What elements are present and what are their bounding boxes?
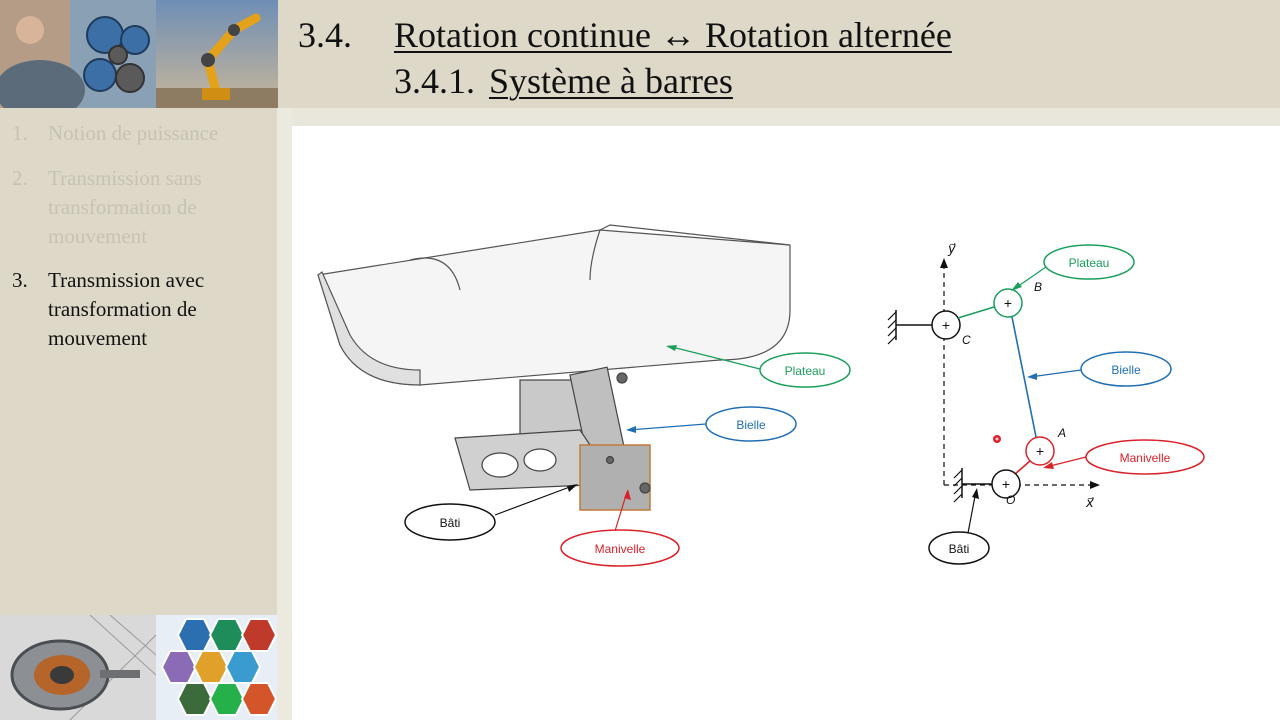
sidebar-item-label: Transmission avec transformation de mouv… — [48, 268, 205, 350]
bielle-link — [1011, 316, 1037, 438]
sidebar-item-label: Notion de puissance — [48, 121, 219, 145]
joint-c-plus: + — [942, 317, 950, 333]
diagram-manivelle-arrowhead — [1043, 462, 1054, 469]
sidebar-divider — [277, 108, 292, 720]
sidebar-item-number: 2. — [12, 166, 28, 190]
section-title: Rotation continue ↔ Rotation alternée — [394, 15, 952, 55]
y-axis-arrowhead — [940, 258, 948, 268]
ground-o-hatch — [953, 469, 963, 503]
x-axis-arrowhead — [1090, 481, 1100, 489]
point-o-label: O — [1006, 493, 1015, 507]
sidebar-item-notion-de-puissance[interactable]: 1. Notion de puissance — [12, 119, 272, 149]
diagram-bati-arrowhead — [972, 488, 979, 499]
plateau-link — [957, 306, 995, 319]
joint-a — [1025, 436, 1055, 466]
subsection-title: Système à barres — [489, 61, 733, 101]
joint-b-plus: + — [1004, 295, 1012, 311]
sidebar — [0, 108, 277, 615]
point-b-label: B — [1034, 280, 1042, 294]
diagram-bati-leader — [967, 490, 977, 534]
diagram-label-manivelle: Manivelle — [1120, 451, 1171, 465]
diagram-bati-ellipse — [928, 531, 990, 565]
diagram-bielle-ellipse — [1080, 351, 1172, 387]
point-c-label: C — [962, 333, 971, 347]
sidebar-item-transmission-sans[interactable]: 2. Transmission sans transformation de m… — [12, 164, 272, 254]
sidebar-item-transmission-avec[interactable]: 3. Transmission avec transformation de m… — [12, 266, 272, 356]
sidebar-item-number: 1. — [12, 121, 28, 145]
footer-photo-hexagons — [156, 615, 277, 720]
y-axis-label: y⃗ — [947, 241, 956, 256]
header-photo-gears — [0, 0, 156, 108]
joint-a-plus: + — [1036, 443, 1044, 459]
mechanism-shape — [454, 366, 651, 511]
x-axis-label: x⃗ — [1085, 495, 1094, 510]
header-photo-robot-arm — [156, 0, 278, 108]
diagram-bielle-arrowhead — [1027, 373, 1037, 380]
diagram-label-bielle: Bielle — [1111, 363, 1141, 377]
diagram-manivelle-ellipse — [1085, 439, 1205, 475]
sidebar-item-label: Transmission sans transformation de mouv… — [48, 166, 202, 248]
joint-o-plus: + — [1002, 476, 1010, 492]
point-a-label: A — [1057, 426, 1066, 440]
diagram-bielle-leader — [1029, 369, 1082, 378]
section-number: 3.4. — [298, 15, 352, 55]
diagram-plateau-arrowhead — [1011, 282, 1022, 291]
manivelle-link — [1014, 460, 1031, 475]
joint-b — [993, 288, 1023, 318]
diagram-label-plateau: Plateau — [1069, 256, 1110, 270]
sidebar-item-number: 3. — [12, 268, 28, 292]
footer-photo-motor — [0, 615, 156, 720]
joint-c — [931, 310, 961, 340]
ground-c-hatch — [887, 311, 897, 345]
diagram-label-bati: Bâti — [949, 542, 970, 556]
diagram-plateau-ellipse — [1043, 244, 1135, 280]
subsection-number: 3.4.1. — [394, 61, 475, 101]
joint-o — [991, 469, 1021, 499]
